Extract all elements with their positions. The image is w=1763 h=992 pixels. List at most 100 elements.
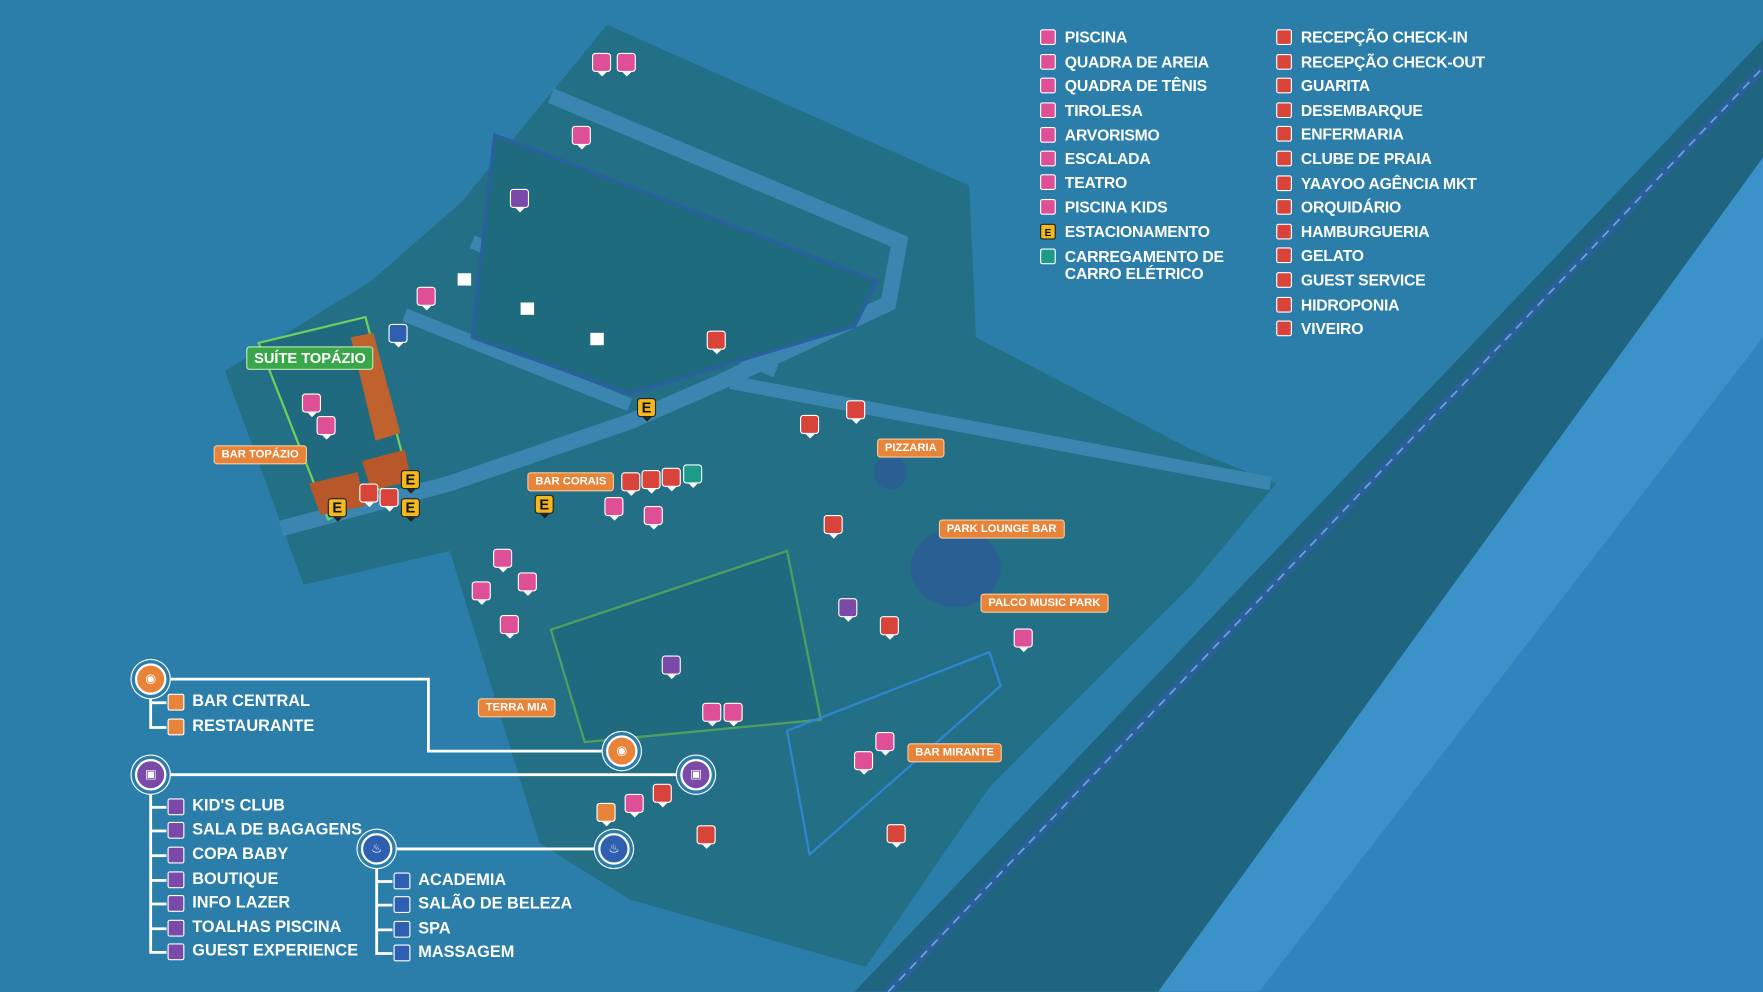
legend-item: CLUBE DE PRAIA (1276, 150, 1432, 168)
pink-map-pin-icon[interactable] (517, 572, 537, 596)
pink-map-pin-icon[interactable] (1013, 628, 1033, 653)
wellness-item[interactable]: MASSAGEM (393, 943, 514, 961)
label-pizzaria[interactable]: PIZZARIA (877, 438, 945, 458)
services-item[interactable]: BOUTIQUE (167, 870, 278, 888)
legend-item: RECEPÇÃO CHECK-OUT (1276, 53, 1485, 71)
legend-label: TEATRO (1064, 173, 1128, 192)
parking-pin-icon[interactable]: E (400, 498, 420, 522)
legend-item: HIDROPONIA (1276, 296, 1399, 313)
ev-charging-icon (1040, 248, 1056, 265)
parking-pin-icon[interactable]: E (327, 498, 347, 522)
pink-map-pin-icon[interactable] (301, 393, 322, 418)
red-map-pin-icon[interactable] (800, 414, 820, 439)
red-map-pin-icon[interactable] (886, 824, 906, 848)
label-park-lounge-bar[interactable]: PARK LOUNGE BAR (938, 519, 1065, 539)
red-map-pin-icon[interactable] (696, 825, 716, 849)
beach-volley-icon (1040, 53, 1056, 70)
dining-item-label: RESTAURANTE (192, 717, 315, 736)
pink-map-pin-icon[interactable] (723, 702, 743, 727)
services-item[interactable]: TOALHAS PISCINA (167, 918, 342, 937)
purple-map-pin-icon[interactable] (838, 598, 858, 622)
services-group-icon[interactable]: ▣ (134, 758, 167, 791)
red-map-pin-icon[interactable] (879, 616, 899, 640)
wellness-map-marker-icon[interactable]: ♨ (598, 833, 630, 865)
pink-map-pin-icon[interactable] (853, 751, 874, 775)
climbing-icon (1040, 150, 1056, 167)
legend-item: GUEST SERVICE (1276, 272, 1426, 289)
dining-item[interactable]: RESTAURANTE (167, 717, 315, 736)
purple-map-pin-icon[interactable] (509, 188, 530, 213)
pink-map-pin-icon[interactable] (702, 702, 722, 727)
parking-pin-icon[interactable]: E (636, 398, 657, 422)
legend-label: RECEPÇÃO CHECK-IN (1300, 28, 1468, 47)
red-map-pin-icon[interactable] (706, 330, 726, 355)
pink-map-pin-icon[interactable] (624, 793, 644, 818)
legend-item: ESCALADA (1040, 150, 1151, 168)
red-map-pin-icon[interactable] (661, 467, 681, 492)
pink-map-pin-icon[interactable] (643, 505, 663, 530)
wellness-item-label: ACADEMIA (418, 871, 507, 890)
wellness-item[interactable]: SPA (393, 920, 451, 938)
wellness-item[interactable]: ACADEMIA (393, 871, 507, 890)
pink-map-pin-icon[interactable] (316, 416, 336, 440)
legend-item: YAAYOO AGÊNCIA MKT (1276, 174, 1477, 192)
label-bar-mirante[interactable]: BAR MIRANTE (907, 743, 1002, 763)
pink-map-pin-icon[interactable] (591, 52, 612, 77)
wellness-item-icon (393, 871, 411, 889)
services-item[interactable]: COPA BABY (167, 846, 288, 864)
services-item[interactable]: SALA DE BAGAGENS (167, 821, 362, 839)
label-terra-mia[interactable]: TERRA MIA (477, 698, 556, 718)
services-item[interactable]: INFO LAZER (167, 894, 290, 912)
services-item-icon (167, 846, 185, 863)
legend-item: GELATO (1276, 247, 1364, 265)
theater-icon (1040, 174, 1056, 191)
red-map-pin-icon[interactable] (359, 483, 379, 508)
dining-group-icon[interactable]: ◉ (134, 663, 167, 695)
red-map-pin-icon[interactable] (823, 514, 843, 539)
burger-icon (1276, 223, 1292, 240)
orange-map-pin-icon[interactable] (596, 802, 616, 827)
services-item[interactable]: GUEST EXPERIENCE (167, 942, 359, 961)
red-map-pin-icon[interactable] (652, 783, 672, 808)
dining-map-marker-icon[interactable]: ◉ (606, 735, 638, 767)
purple-map-pin-icon[interactable] (661, 655, 681, 680)
red-map-pin-icon[interactable] (846, 400, 866, 424)
legend-label: DESEMBARQUE (1300, 100, 1423, 119)
red-map-pin-icon[interactable] (621, 472, 641, 496)
legend-item: GUARITA (1276, 77, 1370, 95)
nursery-icon (1276, 320, 1292, 337)
legend-item: QUADRA DE AREIA (1040, 53, 1209, 71)
beach-club-icon (1276, 150, 1292, 167)
parking-pin-icon[interactable]: E (534, 494, 554, 519)
wellness-item[interactable]: SALÃO DE BELEZA (393, 895, 572, 913)
pink-map-pin-icon[interactable] (471, 581, 491, 605)
parking-pin-icon[interactable]: E (400, 469, 420, 494)
services-map-marker-icon[interactable]: ▣ (680, 758, 712, 791)
pink-map-pin-icon[interactable] (875, 731, 895, 756)
pink-map-pin-icon[interactable] (416, 286, 436, 311)
services-item[interactable]: KID'S CLUB (167, 797, 285, 815)
services-item-label: TOALHAS PISCINA (192, 918, 342, 937)
blue-map-pin-icon[interactable] (388, 323, 408, 348)
legend-item: QUADRA DE TÊNIS (1040, 77, 1207, 95)
dining-item[interactable]: BAR CENTRAL (167, 693, 310, 711)
label-palco-music-park[interactable]: PALCO MUSIC PARK (980, 593, 1109, 613)
wellness-group-icon[interactable]: ♨ (360, 833, 393, 865)
red-map-pin-icon[interactable] (379, 487, 399, 512)
pool-icon (1040, 29, 1056, 45)
pink-map-pin-icon[interactable] (493, 548, 513, 573)
services-item-label: GUEST EXPERIENCE (192, 942, 359, 961)
teal-map-pin-icon[interactable] (683, 464, 703, 488)
label-bar-topazio[interactable]: BAR TOPÁZIO (213, 445, 307, 465)
checkin-icon (1276, 29, 1292, 45)
pink-map-pin-icon[interactable] (571, 125, 591, 150)
label-suite-topazio[interactable]: SUÍTE TOPÁZIO (246, 346, 374, 370)
label-bar-corais[interactable]: BAR CORAIS (527, 472, 615, 492)
pink-map-pin-icon[interactable] (604, 496, 624, 521)
red-map-pin-icon[interactable] (641, 469, 661, 494)
pink-map-pin-icon[interactable] (499, 615, 519, 639)
pink-map-pin-icon[interactable] (616, 52, 636, 77)
kids-pool-icon (1040, 199, 1056, 215)
